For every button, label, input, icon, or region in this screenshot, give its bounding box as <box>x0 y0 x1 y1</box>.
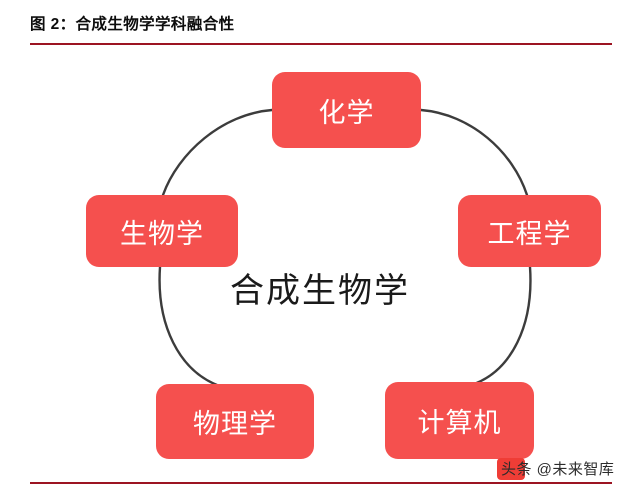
discipline-convergence-diagram: 化学 生物学 工程学 物理学 计算机 合成生物学 <box>0 48 640 480</box>
node-physics[interactable]: 物理学 <box>156 384 314 459</box>
node-chemistry[interactable]: 化学 <box>272 72 421 148</box>
title-divider <box>30 43 612 45</box>
figure-header: 图 2：合成生物学学科融合性 <box>0 0 640 48</box>
arc-engineering-computer <box>472 265 532 386</box>
node-engineering-label: 工程学 <box>487 218 572 249</box>
watermark: 头条 @未来智库 <box>497 456 614 482</box>
node-computer[interactable]: 计算机 <box>385 382 534 459</box>
arc-chemistry-engineering <box>419 108 529 197</box>
node-computer-label: 计算机 <box>417 408 502 438</box>
node-engineering[interactable]: 工程学 <box>458 195 601 267</box>
toutiao-logo-icon <box>497 458 525 480</box>
diagram-center-label: 合成生物学 <box>230 272 410 310</box>
arc-biology-physics <box>158 265 219 387</box>
page-title: 图 2：合成生物学学科融合性 <box>30 16 235 33</box>
bottom-divider <box>30 482 612 484</box>
watermark-text: 头条 @未来智库 <box>501 461 615 478</box>
connector-ring <box>158 108 532 387</box>
node-physics-label: 物理学 <box>193 409 277 439</box>
arc-chemistry-biology <box>161 108 274 197</box>
node-biology-label: 生物学 <box>120 218 204 249</box>
node-biology[interactable]: 生物学 <box>86 195 238 267</box>
node-chemistry-label: 化学 <box>318 97 375 128</box>
